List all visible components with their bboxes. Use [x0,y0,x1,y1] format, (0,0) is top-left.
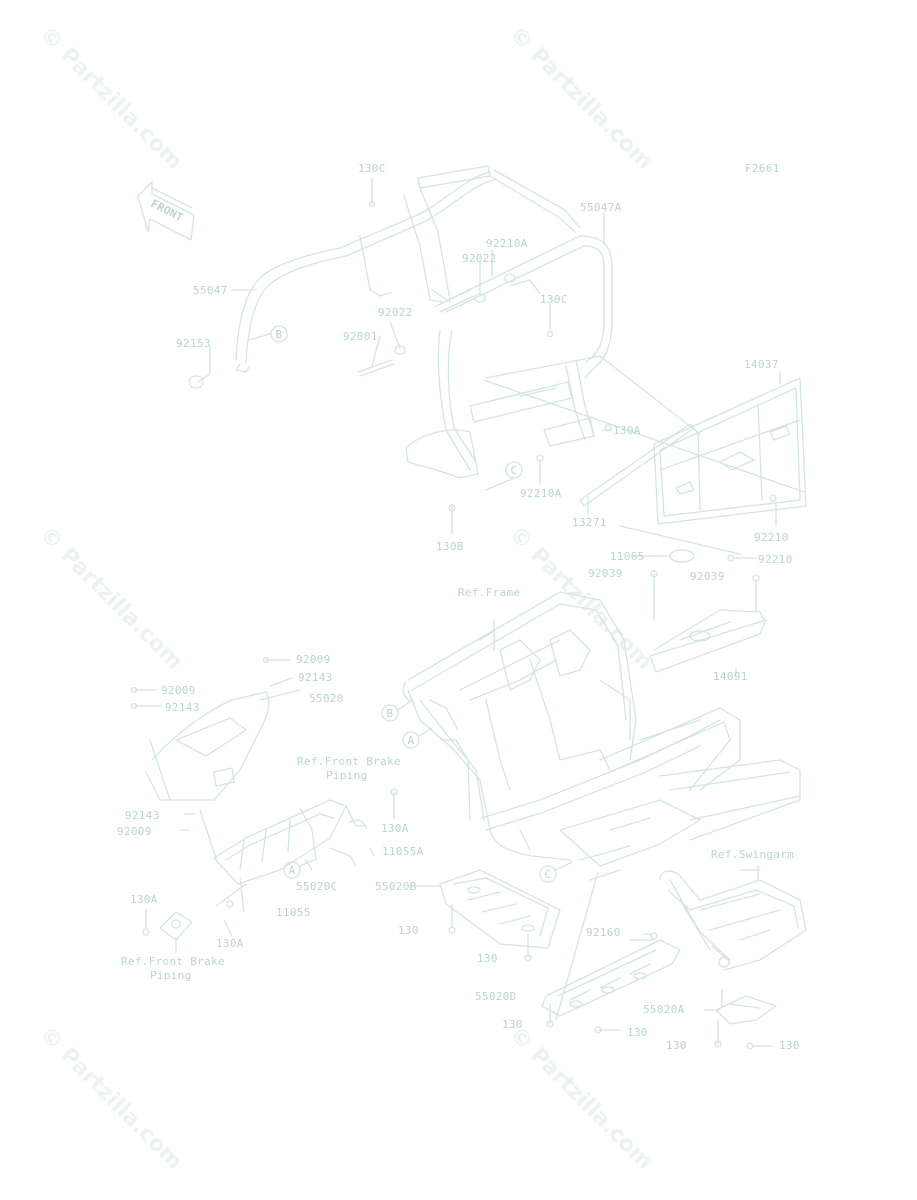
label-130-a: 130 [398,924,419,937]
label-ref-front-brake-top-1: Ref.Front Brake [297,755,401,768]
label-11055: 11055 [276,906,311,919]
callout-c-mid: C [511,464,518,477]
label-55047A: 55047A [580,201,622,214]
cargo-net-14037 [483,355,807,562]
label-130-b: 130 [477,952,498,965]
label-92210A-low: 92210A [520,487,562,500]
front-direction-arrow [137,181,195,241]
label-92009-left: 92009 [161,684,196,697]
label-55020A: 55020A [643,1003,685,1016]
rear-carrier-55047 [235,165,613,479]
fasteners-top [188,200,612,512]
label-92153: 92153 [176,337,211,350]
label-13271: 13271 [572,516,607,529]
front-guard-55020 [130,656,301,801]
label-92143-left: 92143 [165,701,200,714]
label-92022-top: 92022 [462,252,497,265]
label-ref-front-brake-bot-1: Ref.Front Brake [121,955,225,968]
label-11065: 11065 [610,550,645,563]
label-130B: 130B [436,540,464,553]
label-130A-right: 130A [381,822,409,835]
diagram-labels: F2661130C55047A92210A9202255047130C92022… [117,162,800,1052]
label-130C-mid: 130C [540,293,568,306]
figure-code: F2661 [745,162,780,175]
label-92210-b: 92210 [758,553,793,566]
swingarm [659,865,807,971]
label-55020: 55020 [309,692,344,705]
label-130A-left: 130A [130,893,158,906]
brake-piping-clip [142,788,398,953]
label-14037: 14037 [744,358,779,371]
fender-14091 [631,549,767,677]
label-55020B: 55020B [375,880,417,893]
label-ref-front-brake-top-2: Piping [326,769,368,782]
skid-plate-55020A [703,989,777,1050]
label-14091: 14091 [713,670,748,683]
label-ref-swingarm: Ref.Swingarm [711,848,794,861]
label-130-c: 130 [502,1018,523,1031]
label-ref-frame: Ref.Frame [458,586,520,599]
label-130A-mid: 130A [613,424,641,437]
label-92009-top: 92009 [296,653,331,666]
front-under-guard-55020C [179,799,375,913]
callout-a-frame: A [408,734,415,747]
label-130C-top: 130C [358,162,386,175]
callout-circles [270,325,573,883]
label-92143-top: 92143 [298,671,333,684]
label-92009-low: 92009 [117,825,152,838]
label-130-f: 130 [779,1039,800,1052]
label-92022-mid: 92022 [378,306,413,319]
label-92039-left: 92039 [588,567,623,580]
label-130-d: 130 [627,1026,648,1039]
label-130-e: 130 [666,1039,687,1052]
label-92210A-top: 92210A [486,237,528,250]
leader-lines-top [197,177,613,535]
label-92143-low: 92143 [125,809,160,822]
main-frame [402,591,801,881]
callout-b-frame: B [387,707,394,720]
callout-c-frame: C [545,868,552,881]
label-55047: 55047 [193,284,228,297]
label-55020C: 55020C [296,880,338,893]
skid-plate-55020D [541,871,681,1034]
label-92160: 92160 [586,926,621,939]
label-92001: 92001 [343,330,378,343]
label-11055A: 11055A [382,845,424,858]
diagram-linework [130,165,807,1050]
label-ref-front-brake-bot-2: Piping [150,969,192,982]
label-55020D: 55020D [475,990,517,1003]
label-92210-a: 92210 [754,531,789,544]
label-92039-right: 92039 [690,570,725,583]
label-130A-bottom: 130A [216,937,244,950]
callout-b-top: B [276,328,283,341]
callout-a-guard: A [289,864,296,877]
skid-plate-55020B [409,869,561,962]
